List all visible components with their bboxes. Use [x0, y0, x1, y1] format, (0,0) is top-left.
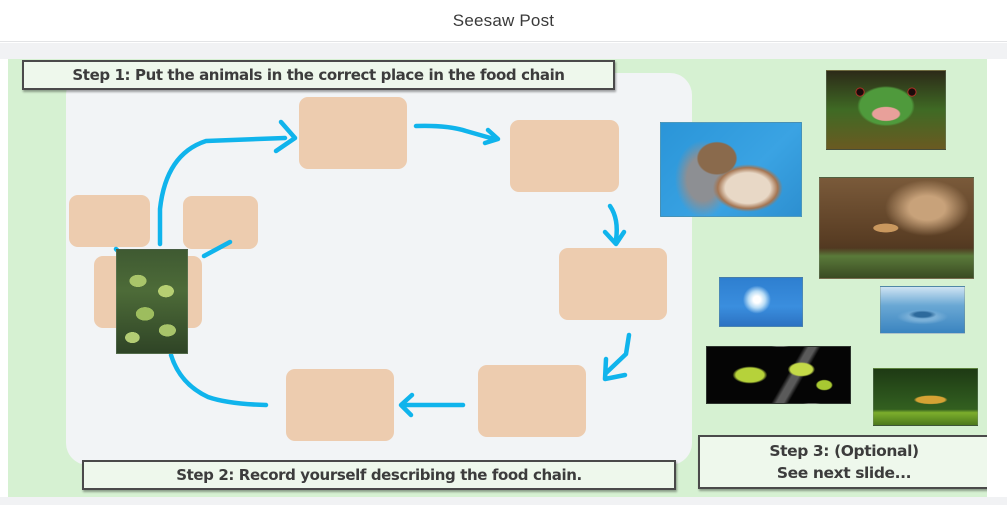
step3-line1: Step 3: (Optional): [769, 442, 919, 460]
step1-instruction: Step 1: Put the animals in the correct p…: [22, 60, 615, 90]
sun-image[interactable]: [719, 277, 803, 327]
chain-slot-3[interactable]: [559, 248, 667, 320]
step2-instruction: Step 2: Record yourself describing the f…: [82, 460, 676, 490]
step1-text: Step 1: Put the animals in the correct p…: [72, 66, 565, 84]
chain-slot-7[interactable]: [183, 196, 258, 249]
chain-slot-1[interactable]: [299, 97, 407, 169]
mushroom-image[interactable]: [819, 177, 974, 279]
step3-instruction: Step 3: (Optional) See next slide...: [698, 435, 987, 489]
step3-line2: See next slide...: [776, 464, 912, 482]
chain-slot-4[interactable]: [478, 365, 586, 437]
app-header: Seesaw Post: [0, 0, 1007, 42]
plant-image[interactable]: [116, 249, 188, 354]
step2-text: Step 2: Record yourself describing the f…: [176, 466, 582, 484]
water-drop-image[interactable]: [880, 286, 965, 334]
bottom-divider-strip: [0, 497, 1007, 505]
seesaw-slide: Step 1: Put the animals in the correct p…: [8, 59, 987, 497]
frog-image[interactable]: [826, 70, 946, 150]
snake-image[interactable]: [706, 346, 851, 404]
chain-slot-6[interactable]: [69, 195, 150, 247]
chain-slot-2[interactable]: [510, 120, 619, 192]
grasshopper-image[interactable]: [873, 368, 978, 426]
top-divider-strip: [0, 43, 1007, 59]
page-title: Seesaw Post: [452, 10, 555, 30]
chain-slot-5[interactable]: [286, 369, 394, 441]
hawk-image[interactable]: [660, 122, 802, 217]
